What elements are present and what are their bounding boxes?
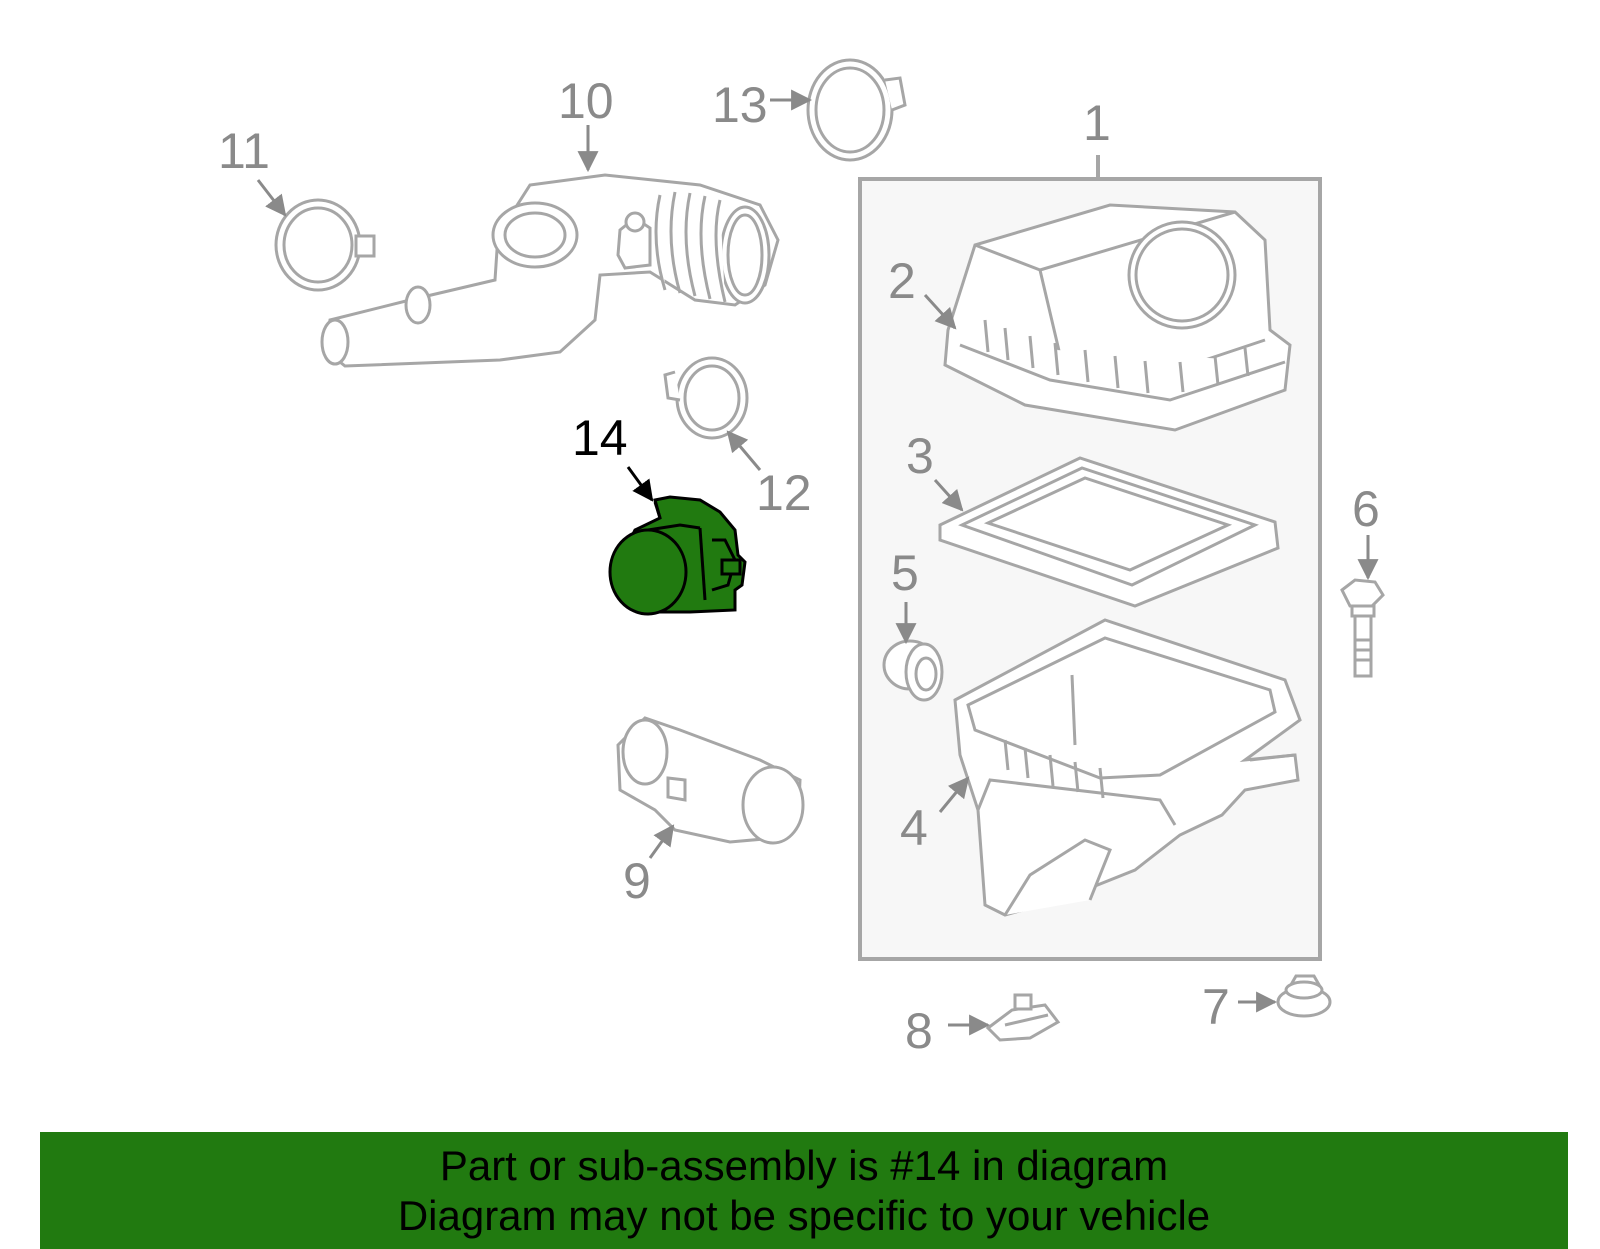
part-13-clamp[interactable] bbox=[806, 58, 907, 162]
part-7-nut[interactable] bbox=[1276, 974, 1332, 1018]
callout-8[interactable]: 8 bbox=[905, 1003, 933, 1059]
callout-14[interactable]: 14 bbox=[572, 410, 628, 466]
banner-vehicle-note: Diagram may not be specific to your vehi… bbox=[397, 1191, 1211, 1239]
callout-labels: 1 2 3 4 5 6 7 8 9 10 11 12 13 bbox=[218, 73, 1380, 1059]
callout-9[interactable]: 9 bbox=[623, 853, 651, 909]
leader-line-14 bbox=[626, 466, 654, 502]
callout-2[interactable]: 2 bbox=[888, 253, 916, 309]
part-2-air-cleaner-cover[interactable] bbox=[943, 203, 1292, 432]
part-11-clamp[interactable] bbox=[274, 198, 376, 292]
callout-5[interactable]: 5 bbox=[891, 545, 919, 601]
part-8-clip[interactable] bbox=[985, 993, 1061, 1042]
callout-6[interactable]: 6 bbox=[1352, 481, 1380, 537]
part-4-lower-housing[interactable] bbox=[953, 618, 1302, 917]
part-6-bolt[interactable] bbox=[1340, 578, 1385, 678]
callout-3[interactable]: 3 bbox=[906, 428, 934, 484]
callout-1[interactable]: 1 bbox=[1083, 95, 1111, 151]
part-5-grommet[interactable] bbox=[882, 639, 944, 702]
part-9-intake-duct[interactable] bbox=[616, 716, 805, 845]
part-14-mass-air-flow-sensor[interactable] bbox=[608, 495, 747, 616]
leader-lines bbox=[256, 89, 1379, 1036]
callout-11[interactable]: 11 bbox=[218, 123, 270, 179]
callout-4[interactable]: 4 bbox=[900, 800, 928, 856]
callout-10[interactable]: 10 bbox=[558, 73, 614, 129]
part-3-air-filter[interactable] bbox=[938, 456, 1280, 608]
info-banner: Part or sub-assembly is #14 in diagram D… bbox=[40, 1132, 1568, 1249]
callout-13[interactable]: 13 bbox=[712, 77, 768, 133]
part-10-outlet-duct[interactable] bbox=[320, 173, 780, 368]
callout-12[interactable]: 12 bbox=[756, 465, 812, 521]
callout-7[interactable]: 7 bbox=[1202, 979, 1230, 1035]
part-12-clamp[interactable] bbox=[663, 356, 749, 440]
banner-part-note: Part or sub-assembly is #14 in diagram bbox=[439, 1141, 1169, 1189]
